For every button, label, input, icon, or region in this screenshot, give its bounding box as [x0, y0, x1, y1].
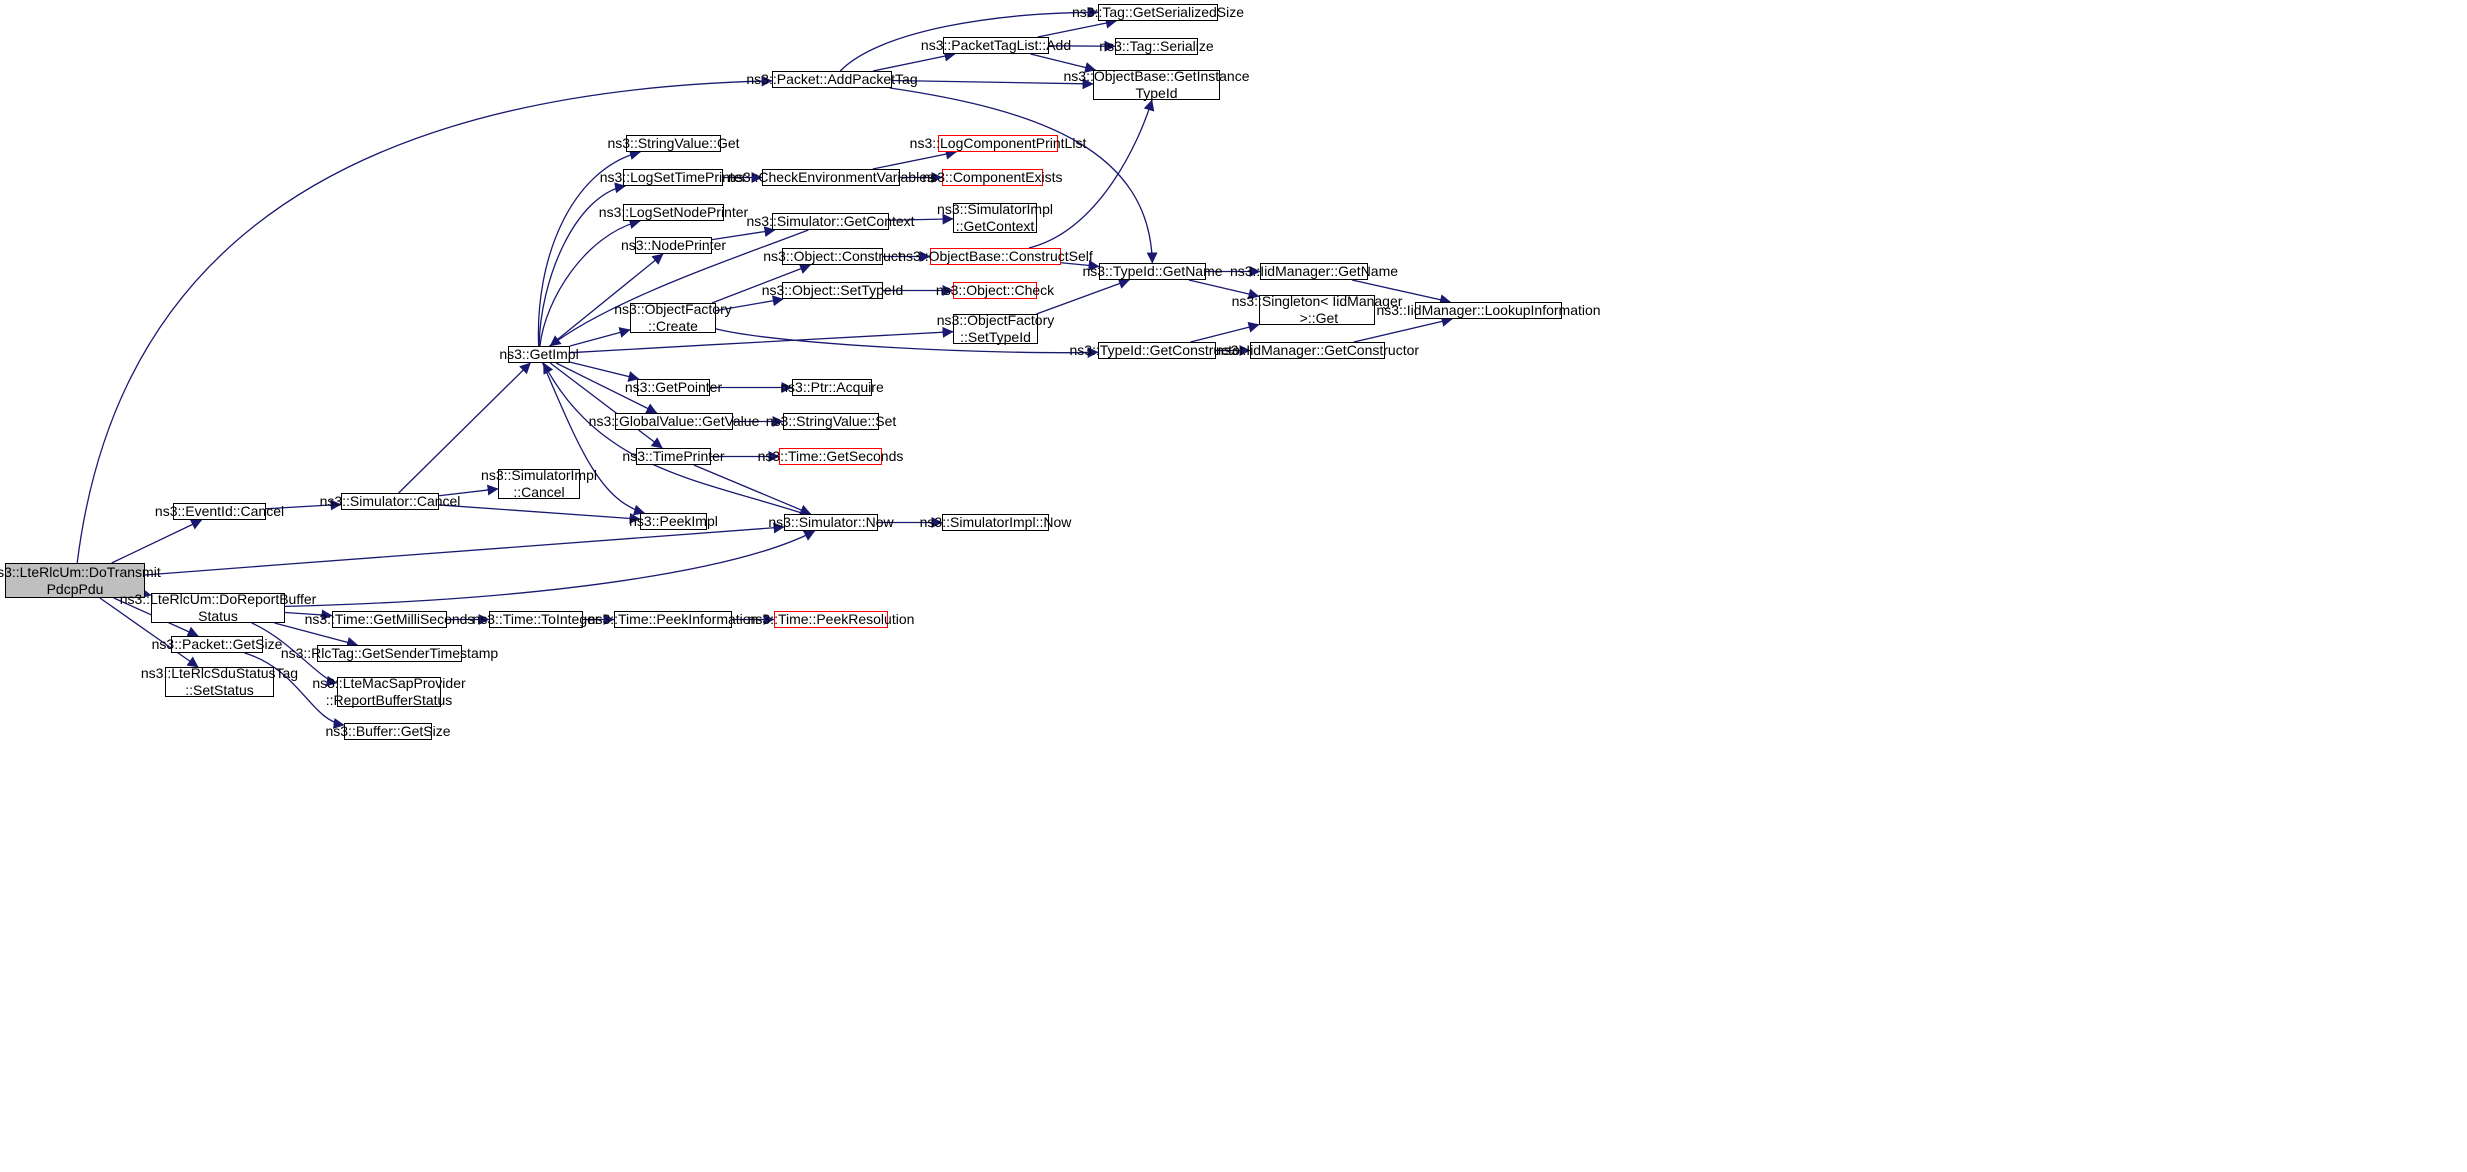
node-objfactory-create[interactable]: ns3::ObjectFactory ::Create [614, 301, 732, 334]
node-objfactory-settypeid[interactable]: ns3::ObjectFactory ::SetTypeId [936, 312, 1055, 345]
edge-objfactory-create-to-obj-settypeid [715, 295, 784, 312]
edge-sim-cancel-to-peekimpl [438, 504, 641, 524]
node-logsettimeprinter[interactable]: ns3::LogSetTimePrinter [599, 169, 747, 186]
node-buffer-getsize[interactable]: ns3::Buffer::GetSize [325, 723, 451, 740]
edge-getimpl-to-timeprinter [549, 362, 663, 449]
edge-getimpl-to-logsettimeprinter [538, 182, 626, 347]
node-typeid-getconstructor[interactable]: ns3::TypeId::GetConstructor [1069, 342, 1245, 359]
node-getpointer[interactable]: ns3::GetPointer [624, 379, 723, 396]
node-sim-cancel[interactable]: ns3::Simulator::Cancel [319, 493, 461, 510]
edge-eventid-cancel-to-sim-cancel [265, 499, 342, 511]
node-simimpl-cancel[interactable]: ns3::SimulatorImpl ::Cancel [481, 467, 597, 500]
edge-timeprinter-to-sim-now [693, 464, 812, 516]
node-lterlcum-doreportbufferstatus[interactable]: ns3::LteRlcUm::DoReportBuffer Status [119, 591, 317, 624]
node-checkenv[interactable]: ns3::CheckEnvironmentVariables [728, 169, 934, 186]
edge-getimpl-to-globalvalue-getvalue [555, 362, 658, 414]
node-rlctag-getsendertimestamp[interactable]: ns3::RlcTag::GetSenderTimestamp [280, 645, 499, 662]
node-ltemacsapprovider-report[interactable]: ns3::LteMacSapProvider ::ReportBufferSta… [312, 675, 466, 708]
node-obj-construct[interactable]: ns3::Object::Construct [763, 248, 902, 265]
node-simimpl-getcontext[interactable]: ns3::SimulatorImpl ::GetContext [937, 201, 1053, 234]
edge-iidmanager-getname-to-iidmanager-lookupinfo [1351, 279, 1452, 306]
edge-typeid-getname-to-singleton-get [1188, 279, 1260, 300]
node-obj-check[interactable]: ns3::Object::Check [935, 282, 1055, 299]
edge-lterlcum-doreportbufferstatus-to-time-getmilliseconds [284, 609, 333, 621]
edge-packet-addpackettag-to-tag-getserializedsize [839, 6, 1099, 72]
node-iidmanager-getconstructor[interactable]: ns3::IidManager::GetConstructor [1215, 342, 1420, 359]
node-iidmanager-getname[interactable]: ns3::IidManager::GetName [1229, 263, 1399, 280]
edge-sim-cancel-to-getimpl [398, 362, 531, 494]
edge-root-to-sim-now [144, 522, 785, 576]
edge-root-to-lterlcum-doreportbufferstatus [139, 587, 152, 599]
edge-getimpl-to-objfactory-create [569, 327, 631, 347]
node-lterlcsdustatustag-setstatus[interactable]: ns3::LteRlcSduStatusTag ::SetStatus [140, 665, 299, 698]
edge-getimpl-to-stringvalue-get [537, 149, 641, 347]
node-getimpl[interactable]: ns3::GetImpl [499, 346, 579, 363]
edge-sim-getcontext-to-simimpl-getcontext [888, 213, 954, 225]
node-time-getseconds[interactable]: ns3::Time::GetSeconds [757, 448, 904, 465]
edge-objbase-constructself-to-objbase-getinstancetypeid [1028, 99, 1155, 249]
edge-getimpl-to-logsetnodeprinter [539, 218, 641, 347]
edge-root-to-eventid-cancel [111, 519, 203, 564]
node-time-getmilliseconds[interactable]: ns3::Time::GetMilliSeconds [304, 611, 475, 628]
node-sim-getcontext[interactable]: ns3::Simulator::GetContext [746, 213, 915, 230]
edge-lterlcum-doreportbufferstatus-to-rlctag-getsendertimestamp [274, 622, 358, 648]
edge-sim-getcontext-to-getimpl [549, 229, 809, 347]
edge-packet-addpackettag-to-packettaglist-add [872, 50, 956, 72]
node-packettaglist-add[interactable]: ns3::PacketTagList::Add [920, 37, 1072, 54]
edge-nodeprinter-to-sim-getcontext [711, 226, 776, 241]
node-time-peekresolution[interactable]: ns3::Time::PeekResolution [747, 611, 915, 628]
edge-objbase-constructself-to-typeid-getname [1060, 259, 1100, 271]
edge-packet-addpackettag-to-objbase-getinstancetypeid [891, 78, 1094, 90]
edge-packettaglist-add-to-objbase-getinstancetypeid [1030, 53, 1097, 73]
node-simimpl-now[interactable]: ns3::SimulatorImpl::Now [919, 514, 1072, 531]
edge-sim-now-to-getimpl [542, 362, 806, 515]
edge-lterlcum-doreportbufferstatus-to-sim-now [284, 530, 816, 608]
edge-lterlcum-doreportbufferstatus-to-ltemacsapprovider-report [251, 622, 338, 687]
edge-packet-getsize-to-buffer-getsize [244, 652, 345, 729]
edge-getimpl-to-getpointer [569, 361, 640, 382]
node-logcomplist[interactable]: ns3::LogComponentPrintList [909, 135, 1087, 152]
node-objbase-constructself[interactable]: ns3::ObjectBase::ConstructSelf [898, 248, 1093, 265]
edge-iidmanager-getconstructor-to-iidmanager-lookupinfo [1353, 316, 1453, 343]
edge-root-to-lterlcsdustatustag-setstatus [99, 597, 199, 668]
node-singleton-get[interactable]: ns3::Singleton< IidManager >::Get [1231, 293, 1403, 326]
node-packet-addpackettag[interactable]: ns3::Packet::AddPacketTag [746, 71, 918, 88]
node-timeprinter[interactable]: ns3::TimePrinter [622, 448, 725, 465]
edge-getimpl-to-nodeprinter [549, 253, 664, 347]
edge-objfactory-create-to-obj-construct [711, 263, 811, 304]
node-iidmanager-lookupinfo[interactable]: ns3::IidManager::LookupInformation [1376, 302, 1601, 319]
edge-objfactory-settypeid-to-typeid-getname [1036, 278, 1130, 315]
node-nodeprinter[interactable]: ns3::NodePrinter [620, 237, 727, 254]
node-root: ns3::LteRlcUm::DoTransmit PdcpPdu [0, 563, 161, 598]
node-tag-serialize[interactable]: ns3::Tag::Serialize [1099, 38, 1214, 55]
node-globalvalue-getvalue[interactable]: ns3::GlobalValue::GetValue [588, 413, 760, 430]
node-logsetnodeprinter[interactable]: ns3::LogSetNodePrinter [598, 204, 749, 221]
edge-packet-addpackettag-to-typeid-getname [889, 87, 1158, 264]
edge-checkenv-to-logcomplist [872, 148, 957, 170]
node-sim-now[interactable]: ns3::Simulator::Now [768, 514, 894, 531]
node-stringvalue-set[interactable]: ns3::StringValue::Set [765, 413, 897, 430]
node-obj-settypeid[interactable]: ns3::Object::SetTypeId [761, 282, 904, 299]
node-compexists[interactable]: ns3::ComponentExists [922, 169, 1063, 186]
node-eventid-cancel[interactable]: ns3::EventId::Cancel [154, 503, 285, 520]
edge-objfactory-create-to-typeid-getconstructor [715, 328, 1099, 358]
edge-packettaglist-add-to-tag-getserializedsize [1037, 17, 1117, 38]
node-stringvalue-get[interactable]: ns3::StringValue::Get [607, 135, 740, 152]
node-time-tointeger[interactable]: ns3::Time::ToInteger [472, 611, 600, 628]
node-objbase-getinstancetypeid[interactable]: ns3::ObjectBase::GetInstance TypeId [1063, 68, 1250, 101]
edge-typeid-getconstructor-to-singleton-get [1190, 321, 1260, 343]
node-typeid-getname[interactable]: ns3::TypeId::GetName [1082, 263, 1223, 280]
edge-root-to-packet-addpackettag [76, 75, 773, 564]
edge-getimpl-to-peekimpl [542, 362, 645, 516]
node-tag-getserializedsize[interactable]: ns3::Tag::GetSerializedSize [1072, 4, 1244, 21]
node-peekimpl[interactable]: ns3::PeekImpl [629, 513, 718, 530]
node-time-peekinformation[interactable]: ns3::Time::PeekInformation [587, 611, 759, 628]
edge-sim-cancel-to-simimpl-cancel [438, 484, 499, 497]
node-packet-getsize[interactable]: ns3::Packet::GetSize [151, 636, 283, 653]
node-ptr-acquire[interactable]: ns3::Ptr::Acquire [780, 379, 884, 396]
